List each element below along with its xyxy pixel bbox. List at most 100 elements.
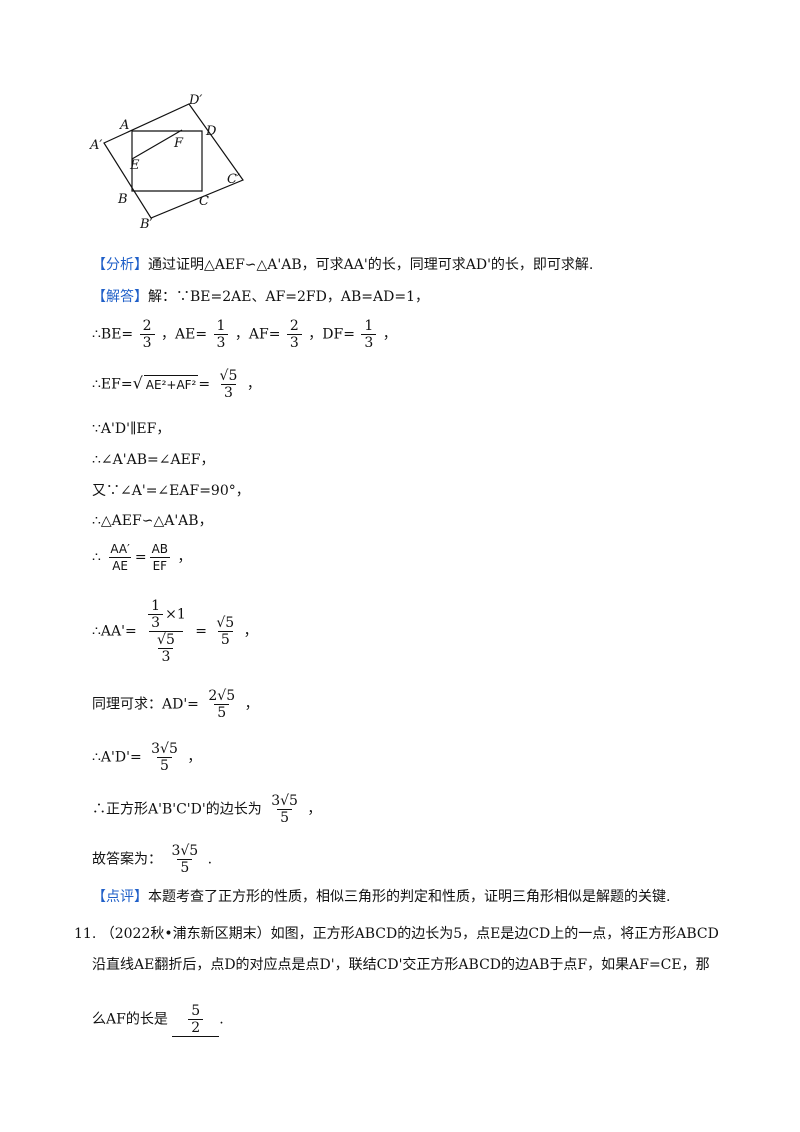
frac-den: 2 <box>188 1019 204 1036</box>
frac-num: √5 <box>157 632 175 648</box>
l9-prefix: 同理可求：AD'= <box>92 696 199 713</box>
label-f: F <box>173 136 184 151</box>
frac-den: 3 <box>361 334 377 351</box>
frac-den: 3 <box>158 648 174 665</box>
frac-num: 2√5 <box>208 688 236 704</box>
label-b: B <box>117 192 128 207</box>
sqrt-sign: √ <box>132 373 143 393</box>
comment-text: 本题考查了正方形的性质，相似三角形的判定和性质，证明三角形相似是解题的关键. <box>148 889 671 905</box>
l2-prefix: ∴EF= <box>92 376 133 393</box>
solution-line-3: ∵A'D'∥EF， <box>92 421 171 437</box>
analysis-line: 【分析】通过证明△AEF∽△A'AB，可求AA'的长，同理可求AD'的长，即可求… <box>92 256 593 274</box>
comment-tag: 【点评】 <box>92 889 148 905</box>
frac-num: 3√5 <box>171 843 199 859</box>
solution-line-5: 又∵∠A'=∠EAF=90°， <box>92 483 250 499</box>
label-d: D <box>205 124 217 139</box>
question-line-2: 沿直线AE翻折后，点D的对应点是点D'，联结CD'交正方形ABCD的边AB于点F… <box>92 957 710 973</box>
frac-den: 5 <box>277 809 293 826</box>
l1-sep1: ，AE= <box>160 326 208 343</box>
solution-intro: 解：∵BE=2AE、AF=2FD，AB=AD=1， <box>148 289 429 305</box>
comment-line: 【点评】本题考查了正方形的性质，相似三角形的判定和性质，证明三角形相似是解题的关… <box>92 888 670 906</box>
frac-num: 2 <box>289 318 299 334</box>
l12-end: . <box>207 851 213 868</box>
solution-tag: 【解答】 <box>92 289 148 305</box>
analysis-tag: 【分析】 <box>92 257 148 273</box>
question-line-1: 11. （2022秋•浦东新区期末）如图，正方形ABCD的边长为5，点E是边CD… <box>74 925 719 943</box>
frac-den: 5 <box>214 704 230 721</box>
frac-num: 1 <box>216 318 226 334</box>
geometry-figure: D′ A D A′ F E C′ B C B′ <box>89 93 244 232</box>
frac-den: 3 <box>286 334 302 351</box>
frac-den: 3 <box>139 334 155 351</box>
l7-end: ， <box>177 549 192 566</box>
l11-end: ， <box>307 801 322 818</box>
frac-den: AE <box>109 557 132 574</box>
frac-den: 5 <box>177 859 193 876</box>
times-one: ×1 <box>165 606 186 623</box>
analysis-text: 通过证明△AEF∽△A'AB，可求AA'的长，同理可求AD'的长，即可求解. <box>148 257 594 273</box>
frac-den: EF <box>149 557 171 574</box>
outer-square <box>103 103 244 219</box>
l1-sep3: ，DF= <box>308 326 355 343</box>
frac-den: 5 <box>217 631 233 648</box>
l1-sep2: ，AF= <box>234 326 281 343</box>
l7-prefix: ∴ <box>92 549 101 566</box>
solution-line-6: ∴△AEF∽△A'AB， <box>92 513 213 529</box>
frac-num: √5 <box>219 368 238 384</box>
frac-num: 5 <box>191 1003 201 1019</box>
inner-square <box>131 130 203 192</box>
l10-end: ， <box>187 749 202 766</box>
label-b-prime: B′ <box>139 217 153 232</box>
solution-intro-line: 【解答】解：∵BE=2AE、AF=2FD，AB=AD=1， <box>92 288 429 306</box>
frac-den: 5 <box>157 757 172 774</box>
l2-end: ， <box>246 376 261 393</box>
l8-end: ， <box>243 623 258 640</box>
label-a-prime: A′ <box>89 138 102 153</box>
l1-prefix: ∴BE= <box>92 326 134 343</box>
frac-num: 3√5 <box>271 793 298 809</box>
frac-den: 3 <box>213 334 229 351</box>
label-c: C <box>199 194 209 209</box>
frac-den: 3 <box>148 614 164 631</box>
frac-num: AA′ <box>110 542 130 556</box>
l10-prefix: ∴A'D'= <box>92 749 142 766</box>
fraction-aa-ae: AA′AE <box>107 541 132 574</box>
label-a: A <box>119 118 129 133</box>
l9-end: ， <box>244 696 259 713</box>
frac-num: AB <box>151 542 169 556</box>
frac-den: 3 <box>221 384 236 401</box>
question-number: 11. <box>74 926 97 942</box>
l8-prefix: ∴AA'= <box>92 623 137 640</box>
frac-num: √5 <box>216 615 235 631</box>
solution-line-4: ∴∠A'AB=∠AEF， <box>92 452 215 468</box>
label-d-prime: D′ <box>188 93 202 108</box>
frac-num: 2 <box>142 318 152 334</box>
l2-eq: = <box>198 376 211 393</box>
sqrt-body: AE²+AF² <box>143 374 199 394</box>
l8-eq: = <box>195 623 207 640</box>
